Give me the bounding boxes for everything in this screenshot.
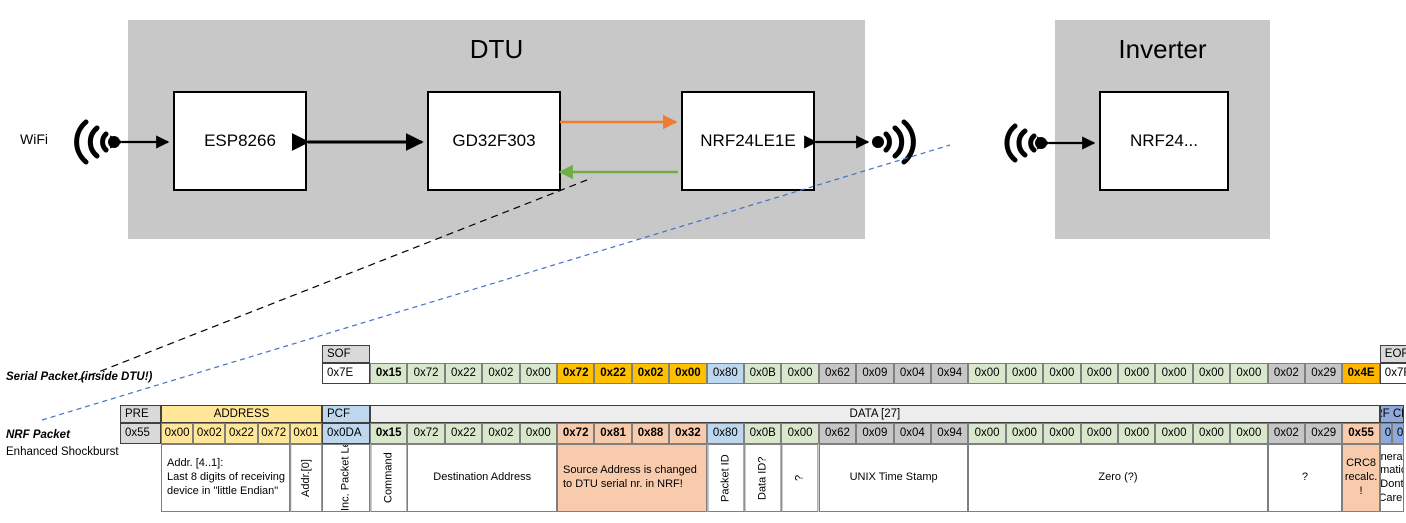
desc-cell-unix-time-stamp: UNIX Time Stamp — [818, 444, 969, 512]
desc-cell-packet-id: Packet ID — [706, 444, 744, 512]
nrf-byte-24: 0x02 — [1267, 423, 1305, 444]
nrf-address-byte-2: 0x22 — [225, 423, 258, 444]
serial-sof-value: 0x7E — [322, 363, 370, 384]
nrf-byte-17: 0x00 — [1005, 423, 1044, 444]
serial-byte-16: 0x00 — [968, 363, 1006, 384]
serial-eof-value: 0x7F — [1379, 363, 1406, 384]
serial-byte-20: 0x00 — [1118, 363, 1156, 384]
nrf-crc-byte-0: 0x.. — [1379, 423, 1392, 444]
nrf-byte-11: 0x00 — [781, 423, 819, 444]
serial-eof-header: EOF — [1379, 345, 1406, 363]
nrf-pre-value: 0x55 — [120, 423, 161, 444]
nrf-byte-4: 0x00 — [519, 423, 557, 444]
nrf-byte-20: 0x00 — [1118, 423, 1156, 444]
desc-cell-zero: Zero (?) — [968, 444, 1268, 512]
nrf-address-byte-3: 0x72 — [257, 423, 290, 444]
desc-cell-destination-address: Destination Address — [407, 444, 557, 512]
nrf-address-byte-1: 0x02 — [193, 423, 226, 444]
nrf-byte-7: 0x88 — [631, 423, 670, 444]
serial-byte-7: 0x02 — [631, 363, 670, 384]
nrf-byte-14: 0x04 — [893, 423, 931, 444]
chip-nrf24-label: NRF24... — [1129, 131, 1199, 150]
nrf-byte-8: 0x32 — [669, 423, 707, 444]
serial-byte-23: 0x00 — [1230, 363, 1268, 384]
serial-byte-15: 0x94 — [931, 363, 969, 384]
serial-byte-6: 0x22 — [594, 363, 632, 384]
serial-byte-13: 0x09 — [856, 363, 894, 384]
serial-byte-12: 0x62 — [818, 363, 857, 384]
serial-byte-1: 0x72 — [407, 363, 445, 384]
serial-byte-22: 0x00 — [1192, 363, 1231, 384]
nrf-byte-19: 0x00 — [1080, 423, 1118, 444]
serial-byte-5: 0x72 — [557, 363, 595, 384]
nrf-byte-3: 0x02 — [482, 423, 520, 444]
nrf-byte-5: 0x72 — [557, 423, 595, 444]
serial-byte-3: 0x02 — [482, 363, 520, 384]
nrf-pcf-header: PCF — [322, 405, 370, 423]
nrf-byte-2: 0x22 — [444, 423, 483, 444]
nrf-byte-15: 0x94 — [931, 423, 969, 444]
desc-cell-data-id: Data ID? — [744, 444, 782, 512]
nrf-byte-23: 0x00 — [1230, 423, 1268, 444]
nrf-pcf-value: 0x0DA — [322, 423, 370, 444]
nrf-byte-13: 0x09 — [856, 423, 894, 444]
serial-byte-4: 0x00 — [519, 363, 557, 384]
serial-sof-header: SOF — [322, 345, 370, 363]
serial-byte-14: 0x04 — [893, 363, 931, 384]
desc-cell-command: Command — [370, 444, 408, 512]
nrf-byte-12: 0x62 — [818, 423, 857, 444]
serial-byte-9: 0x80 — [706, 363, 744, 384]
dtu-title: DTU — [469, 34, 524, 64]
nrf-crc-header: NRF CRC — [1379, 405, 1404, 423]
nrf-byte-10: 0x0B — [744, 423, 782, 444]
nrf-byte-16: 0x00 — [968, 423, 1006, 444]
serial-byte-19: 0x00 — [1080, 363, 1118, 384]
nrf-packet-sub-label: Enhanced Shockburst — [6, 446, 119, 458]
chip-nrf24: NRF24... — [1099, 91, 1229, 191]
nrf-byte-26: 0x55 — [1342, 423, 1380, 444]
desc-cell-addr-0: Addr.[0] — [289, 444, 322, 512]
desc-cell-9bit-inc-packet-length: 9 Bit!Inc. Packet Length — [322, 444, 370, 512]
serial-byte-2: 0x22 — [444, 363, 483, 384]
desc-cell-: ? — [781, 444, 819, 512]
nrf-address-byte-4: 0x01 — [289, 423, 322, 444]
serial-byte-17: 0x00 — [1005, 363, 1044, 384]
serial-packet-row-label: Serial Packet (inside DTU!) — [6, 371, 153, 383]
nrf-byte-21: 0x00 — [1155, 423, 1193, 444]
nrf-byte-9: 0x80 — [706, 423, 744, 444]
nrf-byte-1: 0x72 — [407, 423, 445, 444]
nrf-address-byte-0: 0x00 — [161, 423, 194, 444]
serial-byte-26: 0x4E — [1342, 363, 1380, 384]
nrf-byte-0: 0x15 — [370, 423, 408, 444]
wifi-label: WiFi — [20, 131, 48, 147]
inverter-title: Inverter — [1118, 34, 1207, 64]
serial-byte-10: 0x0B — [744, 363, 782, 384]
nrf-crc-byte-1: 0x.. — [1391, 423, 1404, 444]
serial-byte-0: 0x15 — [370, 363, 408, 384]
serial-byte-21: 0x00 — [1155, 363, 1193, 384]
nrf-pre-header: PRE — [120, 405, 161, 423]
serial-byte-24: 0x02 — [1267, 363, 1305, 384]
desc-cell-addr-4-1-last-8-digits-of-re: Addr. [4..1]:Last 8 digits of receiving … — [161, 444, 290, 512]
nrf-data-header: DATA [27] — [370, 405, 1380, 423]
desc-cell-: ? — [1267, 444, 1343, 512]
nrf-packet-row-label: NRF Packet — [6, 429, 70, 441]
nrf-byte-22: 0x00 — [1192, 423, 1231, 444]
serial-byte-25: 0x29 — [1305, 363, 1343, 384]
nrf-byte-6: 0x81 — [594, 423, 632, 444]
nrf-address-header: ADDRESS — [161, 405, 322, 423]
nrf-byte-25: 0x29 — [1305, 423, 1343, 444]
serial-byte-8: 0x00 — [669, 363, 707, 384]
nrf-byte-18: 0x00 — [1043, 423, 1081, 444]
serial-byte-11: 0x00 — [781, 363, 819, 384]
desc-cell-source-address-is-changed-to: Source Address is changed to DTU serial … — [557, 444, 707, 512]
serial-byte-18: 0x00 — [1043, 363, 1081, 384]
